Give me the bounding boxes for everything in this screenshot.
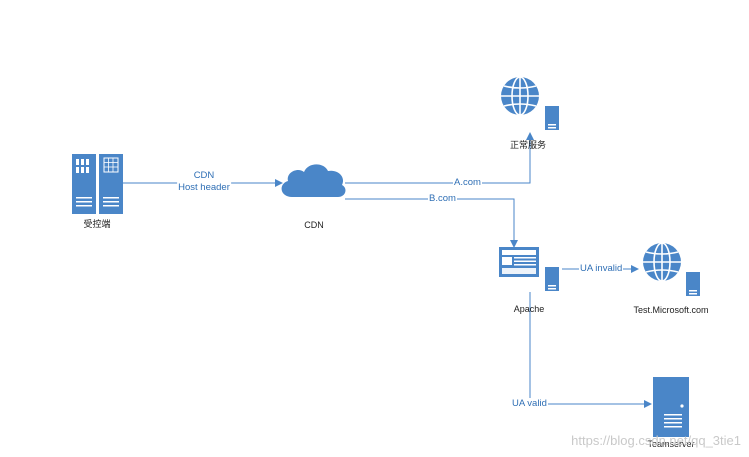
edge-label-a-com: A.com [453,177,482,188]
node-label-teamserver: Teamserver [647,439,695,449]
edge-label-line1: CDN [193,170,215,181]
edge-label-line2: Host header [178,182,230,193]
node-label-normal-service: 正常服务 [509,140,547,150]
web-server-icon [642,242,700,296]
watermark: https://blog.csdn.net/qq_3tie1 [571,433,741,448]
edge-label-ua-valid: UA valid [511,398,548,409]
web-page-server-icon [499,247,559,291]
edge-label-b-com: B.com [428,193,457,204]
edge-label-cdn-host-header: CDN Host header [177,170,231,194]
web-server-icon [500,76,559,130]
edge-label-ua-invalid: UA invalid [579,263,624,274]
cloud-icon [281,164,346,197]
server-rack-icon [72,154,123,214]
node-label-apache: Apache [513,304,545,314]
node-label-microsoft: Test.Microsoft.com [633,305,709,315]
edge-cdn-normal [345,132,534,184]
tower-server-icon [653,377,689,437]
edge-cdn-apache [345,198,518,248]
node-label-controller: 受控端 [83,219,111,229]
node-label-cdn: CDN [304,220,324,230]
